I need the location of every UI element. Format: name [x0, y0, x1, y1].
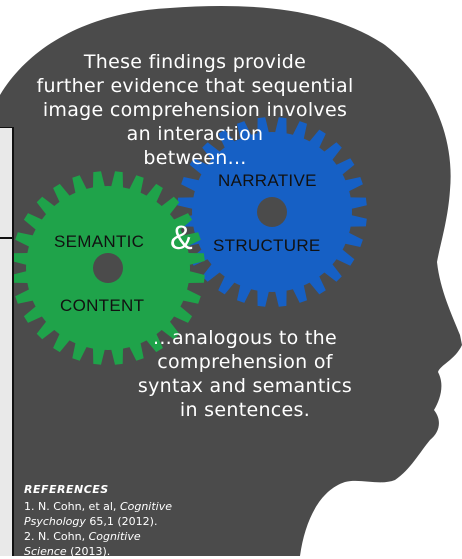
references: REFERENCES 1. N. Cohn, et al, Cognitive … — [24, 483, 264, 559]
gear-hole — [93, 253, 123, 283]
reference-line: Psychology 65,1 (2012). — [24, 515, 158, 528]
reference-line: 2. N. Cohn, Cognitive — [24, 530, 141, 543]
intro-text: These findings provide further evidence … — [36, 51, 354, 169]
frame-bottom-edge — [0, 237, 14, 239]
ampersand: & — [170, 219, 193, 257]
outro-text: ...analogous to the comprehension of syn… — [137, 327, 353, 421]
reference-line: 1. N. Cohn, et al, Cognitive — [24, 500, 173, 513]
narrative-label: NARRATIVE — [218, 171, 317, 190]
content-label: CONTENT — [60, 296, 145, 315]
left-panel-edge — [0, 128, 14, 556]
semantic-label: SEMANTIC — [54, 232, 145, 251]
references-title: REFERENCES — [24, 483, 109, 496]
semantic-content-gear — [11, 171, 205, 365]
gear-hole — [257, 197, 287, 227]
narrative-structure-gear — [177, 117, 367, 307]
reference-line: Science (2013). — [24, 545, 111, 558]
structure-label: STRUCTURE — [213, 236, 321, 255]
